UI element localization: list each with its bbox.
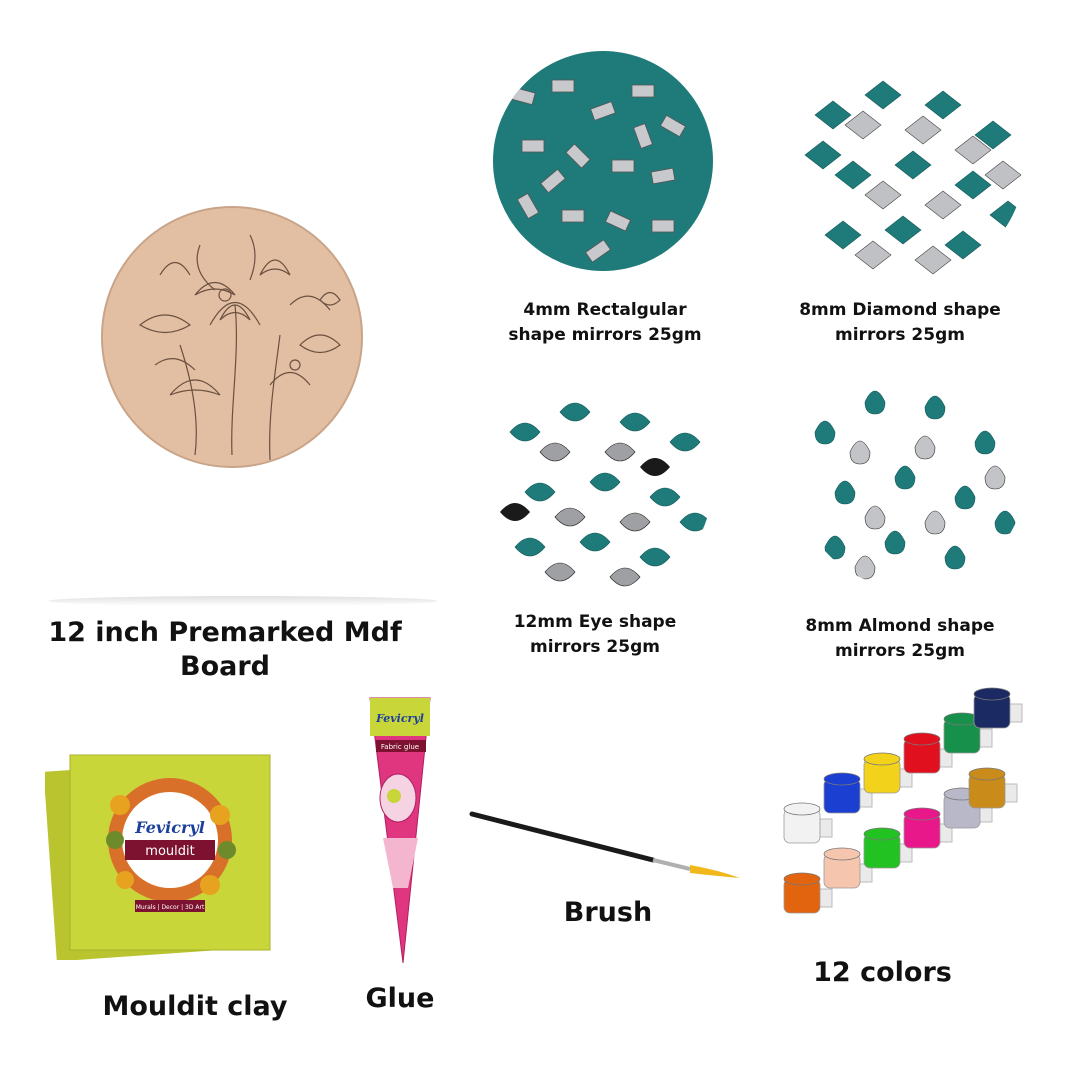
- paint-pot: [903, 732, 953, 774]
- mdf-board-image: [100, 205, 365, 470]
- clay-product-text: mouldit: [145, 844, 194, 859]
- paints-label: 12 colors: [813, 957, 952, 988]
- mouldit-clay-image: Fevicryl mouldit Murals | Decor | 3D Art: [45, 745, 285, 960]
- glue-cone-image: Fevicryl Fabric glue: [358, 688, 438, 968]
- paint-pot: [783, 872, 833, 914]
- brush-label: Brush: [563, 897, 653, 928]
- rectangular-mirrors-label: 4mm Rectalgular shape mirrors 25gm: [508, 300, 702, 345]
- paint-pot: [823, 847, 873, 889]
- diamond-mirrors-label: 8mm Diamond shape mirrors 25gm: [799, 300, 1001, 345]
- clay-tagline-text: Murals | Decor | 3D Art: [136, 904, 205, 911]
- paint-pot: [863, 827, 913, 869]
- board-shadow: [48, 596, 438, 606]
- eye-mirrors-label: 12mm Eye shape mirrors 25gm: [513, 612, 677, 657]
- paint-pot: [783, 802, 833, 844]
- brush-image: [468, 808, 743, 883]
- clay-brand-text: Fevicryl: [134, 818, 205, 837]
- paint-pot: [863, 752, 913, 794]
- mdf-board-label: 12 inch Premarked Mdf Board: [48, 617, 402, 682]
- paint-pot: [823, 772, 873, 814]
- mouldit-clay-label: Mouldit clay: [102, 991, 288, 1022]
- paint-pot: [968, 767, 1018, 809]
- diamond-mirrors-image: [795, 55, 1025, 280]
- paint-pot: [903, 807, 953, 849]
- rectangular-mirrors-image: [492, 50, 714, 272]
- glue-product-text: Fabric glue: [381, 743, 419, 751]
- glue-label: Glue: [365, 983, 435, 1014]
- glue-brand-text: Fevicryl: [375, 712, 424, 725]
- paint-pots-image: [772, 680, 1032, 930]
- paint-pot: [973, 687, 1023, 729]
- almond-mirrors-image: [795, 362, 1027, 590]
- almond-mirrors-label: 8mm Almond shape mirrors 25gm: [805, 616, 995, 661]
- eye-mirrors-image: [490, 372, 715, 594]
- paint-pot: [943, 712, 993, 754]
